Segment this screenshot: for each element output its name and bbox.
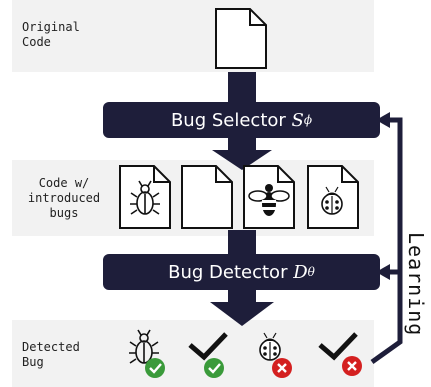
beetle-icon: [129, 329, 159, 364]
correct-badge-icon: [145, 358, 165, 378]
ladybug-icon: [321, 186, 343, 215]
blank-code-file-icon: [181, 165, 233, 229]
checkmark-icon: [318, 332, 358, 361]
bug-selector-subscript: ϕ: [303, 113, 313, 127]
detected-beetle: [129, 329, 165, 378]
loop-arrowhead-detector: [376, 264, 390, 280]
detected-bug-label: Detected Bug: [22, 340, 80, 369]
original-code-band: [12, 0, 374, 72]
flow-arrow-shaft-3: [228, 230, 256, 254]
flow-arrow-shaft-4: [228, 290, 256, 304]
flow-arrowhead-2: [212, 150, 272, 170]
flow-arrow-shaft-2: [228, 138, 256, 152]
ladybug-file-icon: [307, 165, 359, 229]
introduced-bugs-label: Code w/ introduced bugs: [27, 176, 101, 220]
detected-bug-band: [12, 320, 374, 387]
learning-label: Learning: [404, 232, 428, 337]
detected-check-2: [318, 332, 362, 376]
bee-icon: [248, 184, 290, 216]
bug-detector-subscript: θ: [307, 265, 315, 279]
bee-file-icon: [243, 165, 295, 229]
checkmark-icon: [188, 332, 228, 361]
beetle-file-icon: [119, 165, 171, 229]
correct-badge-icon: [204, 358, 224, 378]
detected-check-1: [188, 332, 228, 378]
bug-selector-label: Bug Selector: [170, 109, 292, 131]
wrong-badge-icon: [272, 358, 292, 378]
learning-loop: [370, 117, 403, 365]
flow-arrowhead-4: [210, 302, 274, 326]
detected-ladybug: [259, 332, 292, 378]
flow-arrow-shaft-1: [228, 72, 256, 104]
wrong-badge-icon: [342, 356, 362, 376]
flow-arrows: [210, 72, 274, 326]
original-file-icon: [215, 8, 267, 69]
original-code-label: Original Code: [22, 20, 80, 49]
bug-selector-symbol: S: [291, 109, 304, 131]
bug-detector-symbol: D: [293, 261, 308, 283]
loop-arrowhead-selector: [376, 112, 390, 128]
ladybug-icon: [259, 332, 281, 361]
beetle-icon: [130, 180, 160, 215]
bug-detector-label: Bug Detector: [168, 261, 294, 283]
loop-to-selector: [370, 117, 403, 365]
